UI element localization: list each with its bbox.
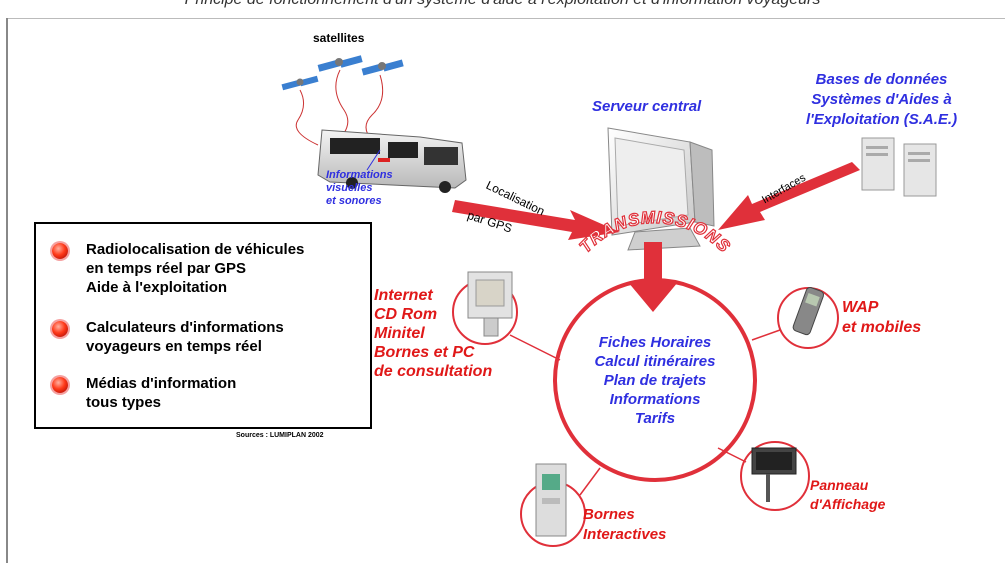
legend-box: Radiolocalisation de véhicules en temps …: [34, 222, 372, 429]
legend-item-text: Calculateurs d'informations voyageurs en…: [86, 319, 284, 355]
frame-left-border: [6, 18, 8, 563]
down-arrow: [628, 242, 678, 312]
frame-top-border: [6, 18, 1005, 19]
database-servers-icon: [861, 137, 937, 197]
satellite-icon: [317, 55, 363, 72]
central-circle: [553, 278, 757, 482]
legend-item-text: Médias d'information tous types: [86, 375, 237, 411]
internet-label: Internet CD Rom Minitel Bornes et PC de …: [374, 287, 493, 380]
mobile-phone-icon: [792, 286, 825, 336]
red-bullet-icon: [52, 243, 68, 259]
satellites-label: satellites: [313, 31, 365, 45]
red-bullet-icon: [52, 377, 68, 393]
sources-label: Sources : LUMIPLAN 2002: [236, 432, 324, 439]
satellite-icon: [361, 59, 404, 76]
panneau-label: Panneau d'Affichage: [810, 477, 886, 512]
bases-label: Bases de données Systèmes d'Aides à l'Ex…: [806, 71, 958, 128]
serveur-central-label: Serveur central: [592, 98, 702, 115]
kiosk-monitor-icon: [467, 271, 513, 337]
wap-label: WAP et mobiles: [842, 299, 922, 336]
legend-item: Calculateurs d'informations voyageurs en…: [52, 318, 284, 356]
bus-icon: [317, 129, 467, 193]
figure-caption: Principe de fonctionnement d'un système …: [0, 0, 1005, 9]
interfaces-arrow: [718, 162, 860, 230]
localisation-arrow: [452, 200, 620, 240]
bornes-label: Bornes Interactives: [583, 506, 667, 543]
legend-item: Médias d'information tous types: [52, 374, 236, 412]
interactive-kiosk-icon: [535, 463, 567, 537]
panneau-node-circle: [740, 441, 810, 511]
red-bullet-icon: [52, 321, 68, 337]
center-services-text: Fiches Horaires Calcul itinéraires Plan …: [594, 334, 716, 427]
satellite-icon: [281, 75, 319, 91]
legend-item-text: Radiolocalisation de véhicules en temps …: [86, 241, 305, 296]
display-panel-icon: [751, 447, 797, 502]
bus-info-label: Informations visuelles et sonores: [326, 169, 393, 207]
central-server-monitor-icon: [607, 127, 715, 251]
legend-item: Radiolocalisation de véhicules en temps …: [52, 240, 304, 297]
